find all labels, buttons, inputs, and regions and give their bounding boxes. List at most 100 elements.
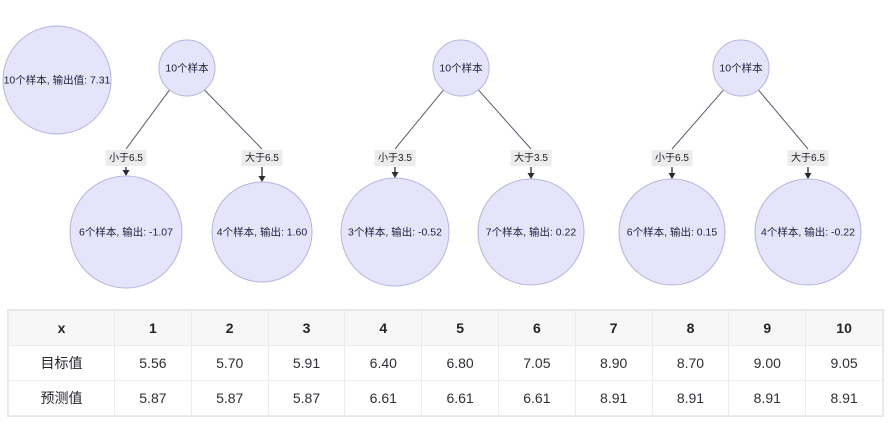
tree-2-root-node: 10个样本 xyxy=(432,39,490,97)
tree-1: 小于6.5 大于6.5 6个样本, 输出: -1.07 4个样本, 输出: 1.60 1… xyxy=(69,39,313,289)
tree-3-left-leaf-node-label: 6个样本, 输出: 0.15 xyxy=(627,225,718,238)
tree-3-left-leaf-node: 6个样本, 输出: 0.15 xyxy=(618,178,726,286)
tree-2-root-node-circle xyxy=(432,39,490,97)
table-cell: 9.05 xyxy=(805,345,883,381)
tree-1-right-edge xyxy=(204,89,263,150)
tree-3-right-arrow-head xyxy=(804,173,812,179)
tree-1-left-arrow xyxy=(122,167,130,176)
tree-3-right-arrow xyxy=(804,167,812,179)
tree-1-right-leaf-node-label: 4个样本, 输出: 1.60 xyxy=(217,225,308,238)
table-cell: 8.91 xyxy=(728,380,807,416)
table-cell: 7.05 xyxy=(497,345,576,381)
table-cell: 8.91 xyxy=(574,380,653,416)
tree-2-left-condition-label-text: 小于3.5 xyxy=(378,152,412,164)
table-cell: 9.00 xyxy=(728,345,807,381)
table-cell: 5.87 xyxy=(114,380,192,416)
tree-3-left-condition-label-text: 小于6.5 xyxy=(655,152,689,164)
tree-1-root-node: 10个样本 xyxy=(158,39,216,97)
tree-3-root-node-label: 10个样本 xyxy=(719,61,763,74)
table-cell: 6.40 xyxy=(344,345,423,381)
table-cell: 6.61 xyxy=(497,380,576,416)
tree-1-left-condition-label: 小于6.5 xyxy=(105,150,147,166)
tree-3-right-condition-label: 大于6.5 xyxy=(787,150,829,166)
tree-3-right-condition-label-text: 大于6.5 xyxy=(791,151,825,164)
tree-2-right-condition-label-bg xyxy=(510,150,552,166)
table-cell: 5.70 xyxy=(190,345,269,381)
tree-3-right-leaf-node: 4个样本, 输出: -0.22 xyxy=(754,178,862,286)
standalone-output-node: 10个样本, 输出值: 7.31 xyxy=(2,25,112,135)
table-header-col-2: 2 xyxy=(190,310,269,346)
tree-3-left-arrow xyxy=(668,167,676,179)
table-header-col-3: 3 xyxy=(267,310,346,346)
tree-2-left-condition-label-bg xyxy=(374,150,416,166)
tree-2-left-condition-label: 小于3.5 xyxy=(374,150,416,166)
tree-3-left-edge xyxy=(671,89,725,150)
table-header-col-4: 4 xyxy=(344,310,423,346)
tree-2-left-arrow-head xyxy=(391,172,399,178)
tree-2-right-leaf-node: 7个样本, 输出: 0.22 xyxy=(477,178,585,286)
table-row-label-prediction: 预测值 xyxy=(8,380,115,416)
tree-2-left-leaf-node-circle xyxy=(340,177,450,287)
table-header-col-1: 1 xyxy=(114,310,192,346)
standalone-output-node-circle xyxy=(2,25,112,135)
tree-2: 小于3.5 大于3.5 3个样本, 输出: -0.52 7个样本, 输出: 0.22 1… xyxy=(340,39,585,287)
tree-3-right-condition-label-bg xyxy=(787,150,829,166)
tree-1-left-condition-label-bg xyxy=(105,150,147,166)
table-cell: 5.91 xyxy=(267,345,346,381)
table-cell: 5.87 xyxy=(190,380,269,416)
tree-2-left-leaf-node-label: 3个样本, 输出: -0.52 xyxy=(348,225,442,238)
tree-1-left-arrow-head xyxy=(122,170,130,176)
tree-2-root-node-label: 10个样本 xyxy=(439,61,483,74)
tree-3-right-edge xyxy=(757,89,809,150)
tree-2-right-leaf-node-circle xyxy=(477,178,585,286)
tree-3-right-leaf-node-circle xyxy=(754,178,862,286)
table-cell: 6.61 xyxy=(421,380,499,416)
tree-2-right-condition-label: 大于3.5 xyxy=(510,150,552,166)
tree-2-right-arrow xyxy=(527,167,535,179)
tree-1-left-condition-label-text: 小于6.5 xyxy=(109,152,143,164)
tree-1-right-condition-label: 大于6.5 xyxy=(241,150,283,166)
tree-1-right-condition-label-text: 大于6.5 xyxy=(245,151,279,164)
tree-2-right-edge xyxy=(477,89,532,150)
table-cell: 8.91 xyxy=(805,380,883,416)
tree-1-left-leaf-node-circle xyxy=(69,175,183,289)
tree-1-left-edge xyxy=(125,89,171,150)
tree-1-left-leaf-node: 6个样本, 输出: -1.07 xyxy=(69,175,183,289)
tree-1-right-leaf-node: 4个样本, 输出: 1.60 xyxy=(211,181,313,283)
table-cell: 5.87 xyxy=(267,380,346,416)
table-cell: 5.56 xyxy=(114,345,192,381)
standalone-output-node-label: 10个样本, 输出值: 7.31 xyxy=(4,73,111,86)
table-cell: 8.90 xyxy=(574,345,653,381)
table-cell: 8.91 xyxy=(651,380,730,416)
table-header-col-10: 10 xyxy=(805,310,883,346)
tree-3-root-node: 10个样本 xyxy=(712,39,770,97)
table-cell: 6.61 xyxy=(344,380,423,416)
tree-1-root-node-circle xyxy=(158,39,216,97)
tree-2-left-arrow xyxy=(391,167,399,178)
table-row-label-target: 目标值 xyxy=(8,345,115,381)
tree-svg-canvas: 10个样本, 输出值: 7.31 小于6.5 大于6.5 6个样本, 输出: -1.0… xyxy=(2,25,862,289)
tree-2-right-leaf-node-label: 7个样本, 输出: 0.22 xyxy=(486,225,577,238)
tree-2-right-arrow-head xyxy=(527,173,535,179)
tree-3-left-arrow-head xyxy=(668,173,676,179)
tree-3-left-condition-label: 小于6.5 xyxy=(651,150,693,166)
tree-1-right-arrow xyxy=(258,167,266,182)
tree-2-right-condition-label-text: 大于3.5 xyxy=(514,151,548,164)
tree-2-left-edge xyxy=(394,89,445,150)
table-header-col-8: 8 xyxy=(651,310,730,346)
table-cell: 8.70 xyxy=(651,345,730,381)
table-header-col-7: 7 xyxy=(574,310,653,346)
tree-2-left-leaf-node: 3个样本, 输出: -0.52 xyxy=(340,177,450,287)
tree-3-left-leaf-node-circle xyxy=(618,178,726,286)
tree-3: 小于6.5 大于6.5 6个样本, 输出: 0.15 4个样本, 输出: -0.22 1… xyxy=(618,39,862,286)
table-header-col-6: 6 xyxy=(497,310,576,346)
tree-1-root-node-label: 10个样本 xyxy=(165,61,209,74)
table-header-x: x xyxy=(8,310,115,346)
